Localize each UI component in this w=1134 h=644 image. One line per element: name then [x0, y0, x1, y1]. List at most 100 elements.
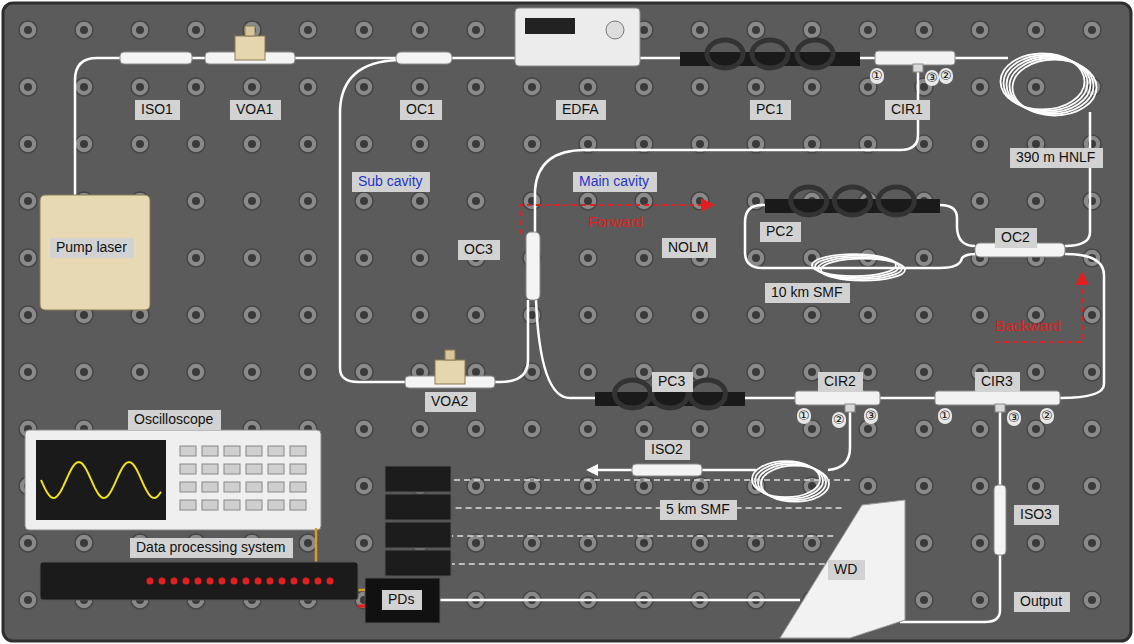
indicator-led [255, 578, 262, 585]
label-text: OC3 [464, 241, 494, 258]
circulator-port [913, 64, 923, 72]
indicator-led [183, 578, 190, 585]
scope-button [202, 464, 218, 474]
label-text: CIR3 [981, 373, 1014, 390]
component-label: PC1 [750, 100, 791, 120]
label-text: PC2 [766, 223, 795, 240]
waveform [41, 462, 161, 498]
direction-arrow [520, 205, 712, 234]
photodetector [365, 578, 440, 623]
scope-button [268, 482, 284, 492]
label-text: 390 m HNLF [1016, 149, 1097, 166]
circulator-port [845, 404, 855, 412]
table-holes [5, 5, 1129, 639]
component-label: NOLM [662, 238, 716, 258]
optical-table [3, 3, 1131, 641]
fiber-end [586, 464, 598, 476]
label-text: EDFA [562, 101, 600, 118]
label-text: ISO3 [1020, 506, 1053, 523]
label-text: Main cavity [579, 173, 651, 190]
component-label: PDs [382, 590, 422, 610]
indicator-led [159, 578, 166, 585]
edfa-knob [606, 21, 624, 39]
port-number: ③ [864, 408, 878, 424]
scope-button [202, 500, 218, 510]
direction-label: Forward [588, 214, 643, 230]
component-label: EDFA [556, 100, 606, 120]
smf-coil [821, 259, 905, 281]
isolator [994, 485, 1006, 555]
circulator-port [995, 404, 1005, 412]
component-label: WD [828, 560, 865, 580]
isolator [120, 52, 192, 64]
scope-button [202, 482, 218, 492]
port-number: ① [870, 68, 884, 84]
scope-button [224, 446, 240, 456]
data-processing-rack [40, 562, 358, 600]
photodetector [385, 494, 451, 520]
scope-button [246, 464, 262, 474]
component-label: 10 km SMF [765, 283, 850, 303]
scope-button [268, 446, 284, 456]
component-label: VOA1 [230, 100, 281, 120]
scope-button [246, 446, 262, 456]
component-label: ISO1 [135, 100, 180, 120]
scope-button [202, 446, 218, 456]
direction-label: Backward [995, 318, 1061, 334]
optical-fiber [955, 57, 1008, 60]
component-label: PC2 [760, 222, 801, 242]
scope-button [224, 500, 240, 510]
optical-fiber [340, 60, 528, 382]
component-label: CIR3 [975, 372, 1020, 392]
label-text: ISO2 [651, 441, 684, 458]
indicator-led [147, 578, 154, 585]
port-number: ③ [1007, 410, 1021, 426]
scope-button [290, 500, 306, 510]
component-label: Data processing system [130, 538, 293, 558]
coupler [396, 52, 452, 64]
component-label: Sub cavity [352, 172, 430, 192]
photodetector [385, 466, 451, 492]
direction-arrow [995, 274, 1082, 342]
optical-fiber [440, 599, 800, 602]
scope-button [224, 464, 240, 474]
optical-fiber [828, 404, 850, 470]
label-text: 10 km SMF [771, 284, 844, 301]
scope-button [290, 482, 306, 492]
pump-laser-box [40, 195, 150, 310]
component-label: PC3 [652, 372, 693, 392]
component-label: CIR1 [885, 100, 930, 120]
port-number: ① [797, 408, 811, 424]
indicator-led [243, 578, 250, 585]
label-text: CIR2 [824, 373, 857, 390]
component-label: ISO3 [1014, 505, 1059, 525]
photodetector [385, 550, 451, 576]
label-text: 5 km SMF [666, 501, 731, 518]
scope-button [180, 500, 196, 510]
label-text: OC2 [1001, 229, 1031, 246]
fiber-paddle [707, 40, 743, 68]
label-text: Data processing system [136, 539, 287, 556]
component-label: Pump laser [50, 238, 134, 258]
component-label: OC1 [400, 100, 442, 120]
label-text: PDs [388, 591, 416, 608]
dashed-fiber [452, 507, 842, 509]
component-label: OC2 [995, 228, 1037, 248]
fiber-paddle [690, 380, 726, 408]
port-number: ② [1040, 408, 1054, 424]
fiber-paddle [878, 187, 914, 215]
component-label: OC3 [458, 240, 500, 260]
optical-fiber [1065, 112, 1090, 246]
component-label: ISO2 [645, 440, 690, 460]
label-text: CIR1 [891, 101, 924, 118]
indicator-led [207, 578, 214, 585]
scope-button [180, 464, 196, 474]
dashed-fiber [452, 563, 825, 565]
scope-button [246, 482, 262, 492]
fiber-paddle [791, 187, 827, 215]
edfa-display [525, 18, 575, 34]
component-label: VOA2 [425, 392, 476, 412]
indicator-led [171, 578, 178, 585]
fiber-paddle [752, 40, 788, 68]
label-text: PC3 [658, 373, 687, 390]
